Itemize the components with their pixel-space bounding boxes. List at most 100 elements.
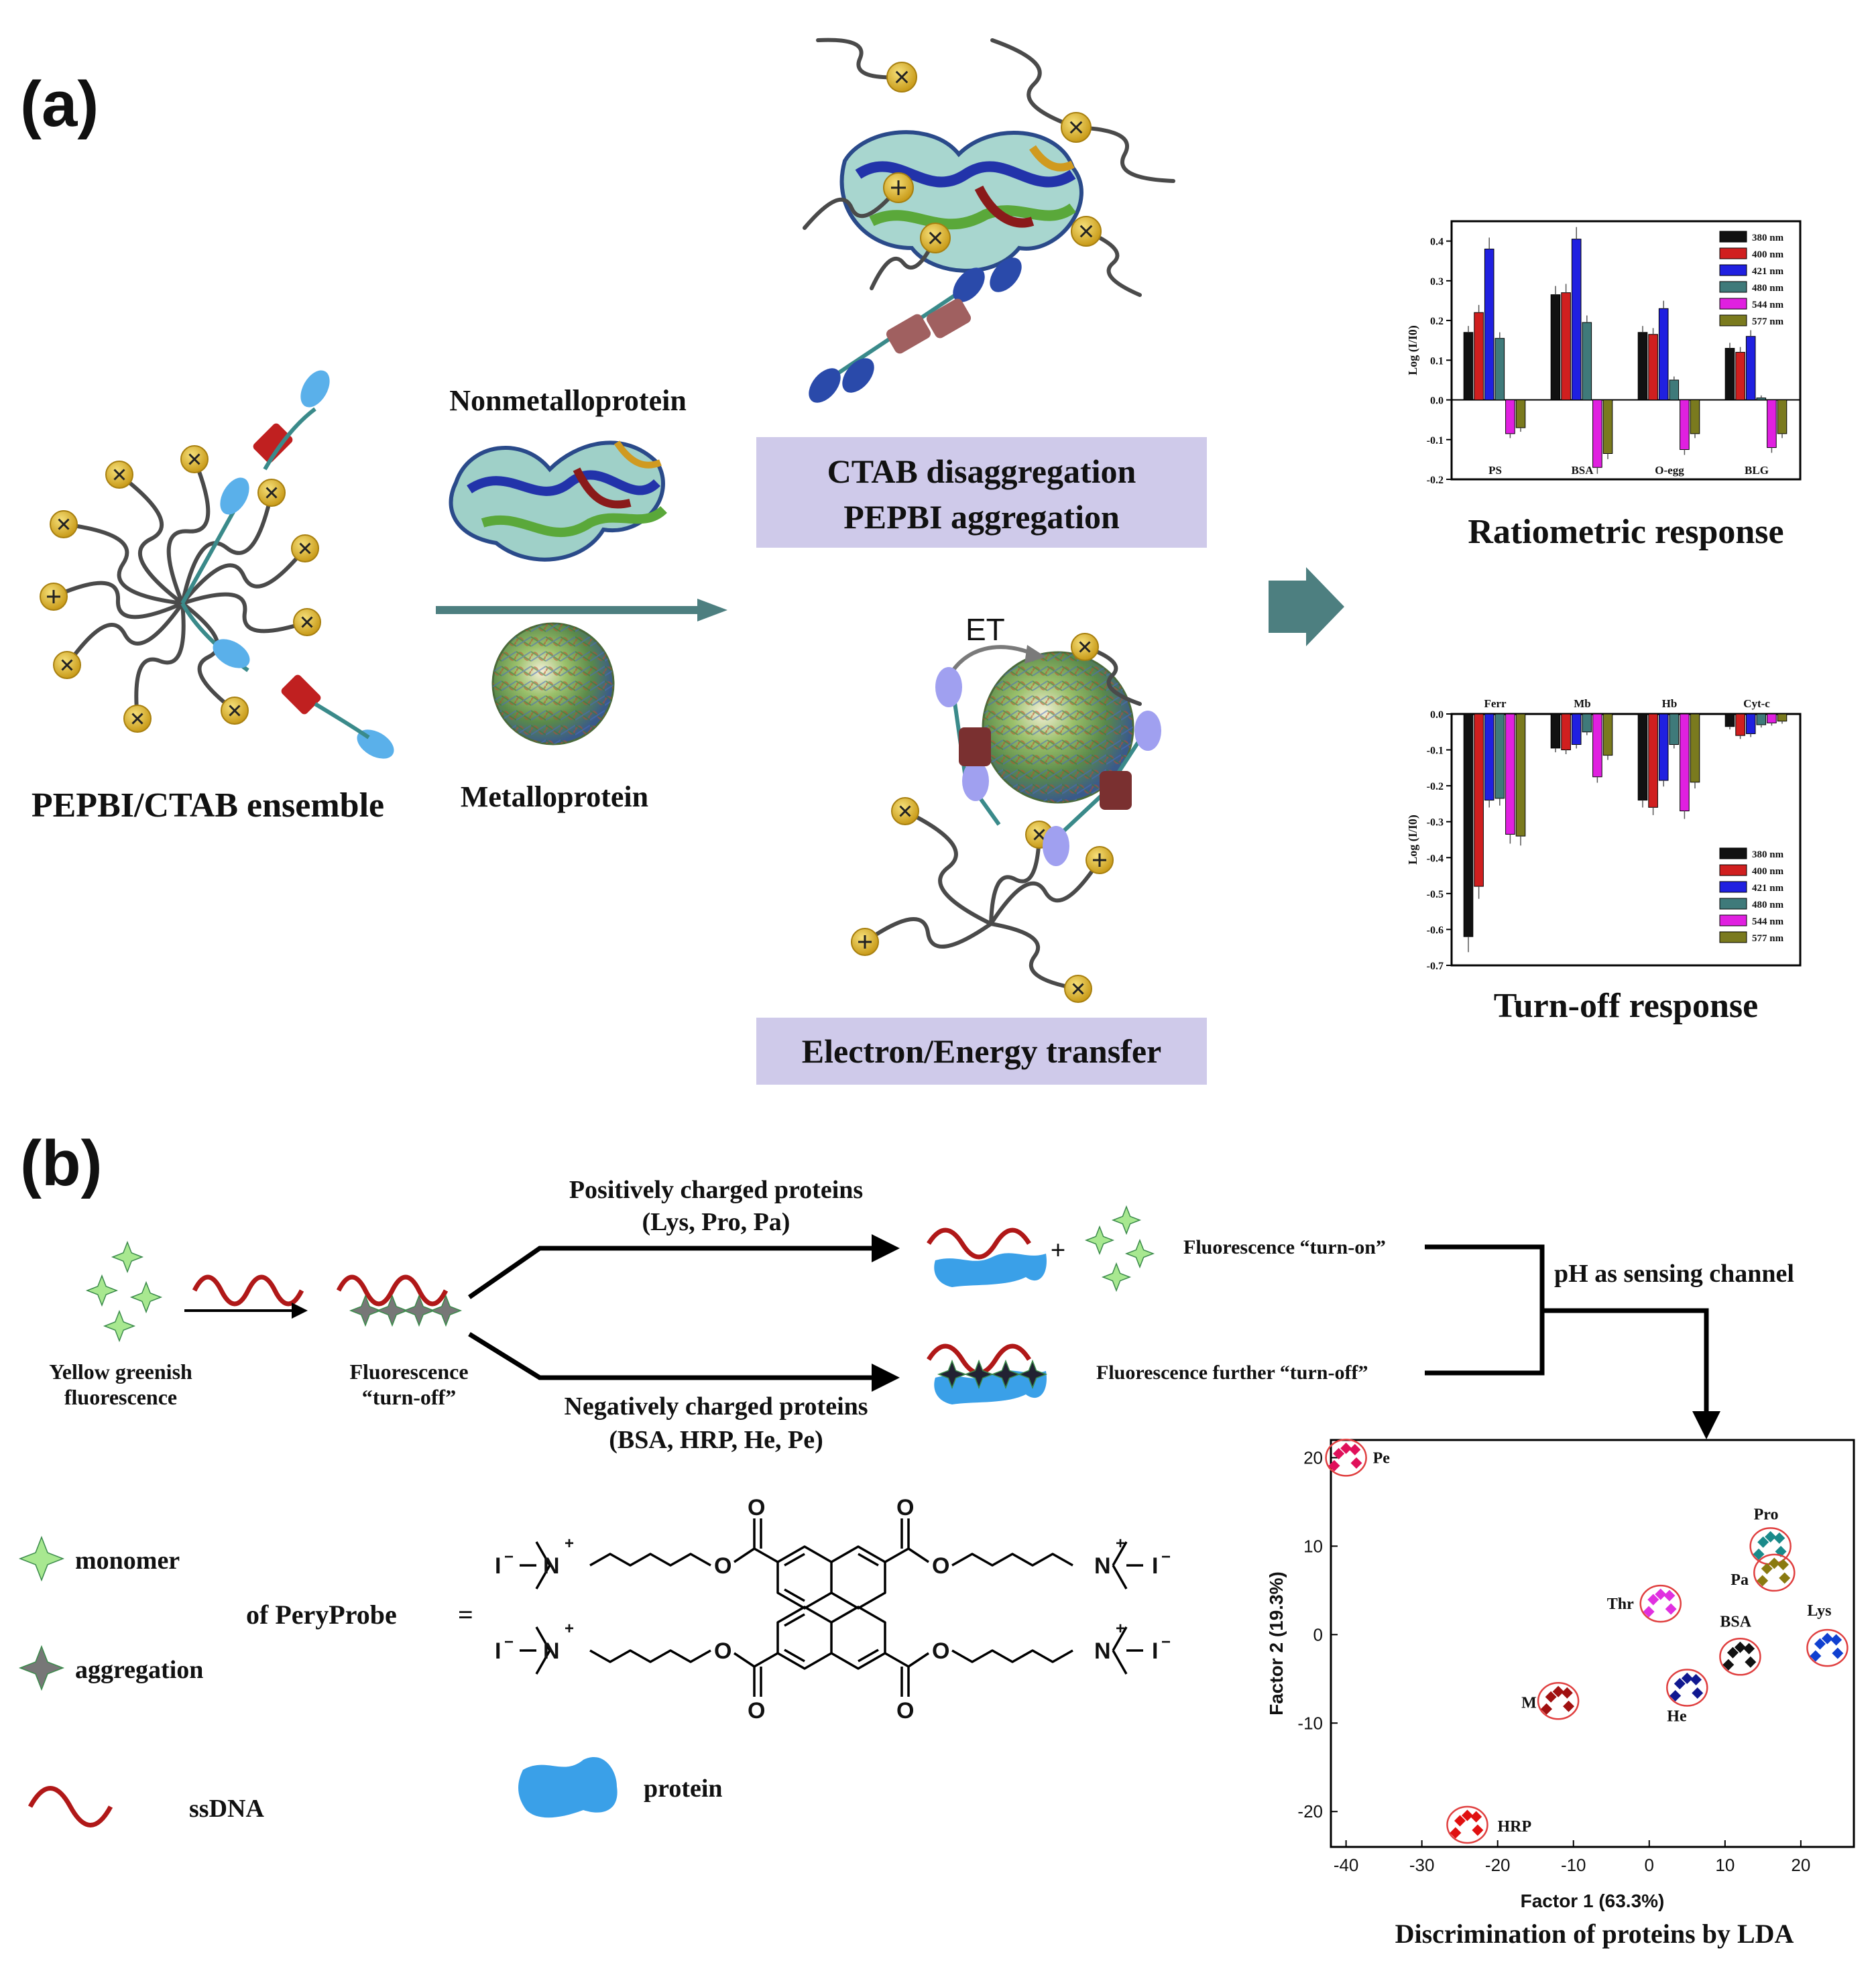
cluster-label: Pa [1731, 1571, 1749, 1589]
bar [1561, 713, 1571, 751]
y-tick-label: -0.2 [1427, 475, 1444, 486]
svg-text:+: + [1116, 1620, 1125, 1638]
surfactant-tail [989, 922, 1080, 991]
x-axis-label: Factor 1 (63.3%) [1521, 1890, 1665, 1911]
pbi-end [842, 358, 874, 393]
plus-sign: + [1051, 1235, 1066, 1265]
cluster-ellipse [1537, 1682, 1580, 1720]
pepbi-linker [314, 702, 370, 739]
neg-line1: Negatively charged proteins [564, 1392, 868, 1421]
pepbi-linker [823, 286, 967, 384]
peryprobe-structure: N+ N+ N+ N+ I− I− I− I− OO OO OO OO [495, 1495, 1171, 1724]
bar [1777, 713, 1787, 722]
ratiometric-title: Ratiometric response [1468, 513, 1783, 551]
of-peryprobe-text: of PeryProbe [246, 1600, 397, 1630]
bar [1494, 713, 1505, 799]
cluster-label: He [1667, 1707, 1687, 1725]
bar [1767, 400, 1777, 448]
ssdna-strand-2 [336, 1274, 449, 1307]
plus-mark [891, 180, 906, 195]
data-point [1333, 1447, 1345, 1459]
surfactant-tail [117, 473, 184, 605]
et-label: ET [965, 612, 1005, 647]
pbi-end [220, 477, 249, 515]
legend-swatch [1719, 847, 1747, 859]
surfactant-tail [180, 546, 307, 605]
legend-swatch [1719, 298, 1747, 310]
surfactant-tail [180, 601, 237, 713]
pbi-end [1043, 826, 1069, 866]
category-label: Ferr [1484, 697, 1506, 710]
nonmetalloprotein-label: Nonmetalloprotein [449, 384, 687, 417]
cluster-label: Pro [1754, 1506, 1779, 1523]
ph-channel-text: pH as sensing channel [1554, 1260, 1794, 1288]
bar [1571, 239, 1582, 401]
svg-text:−: − [504, 1548, 514, 1566]
y-tick-label: -0.4 [1427, 853, 1444, 864]
merge-bracket [1425, 1244, 1545, 1376]
metalloprotein-texture [493, 623, 613, 744]
data-point [1643, 1606, 1655, 1618]
legend-swatch [1719, 281, 1747, 293]
bar [1505, 713, 1515, 835]
svg-text:O: O [714, 1553, 731, 1579]
sparkle [990, 1359, 1021, 1390]
svg-text:O: O [932, 1553, 949, 1579]
sparkle [129, 1280, 163, 1314]
svg-text:+: + [565, 1620, 574, 1638]
bar [1571, 713, 1582, 745]
bar [1550, 713, 1561, 749]
legend-protein-text: protein [644, 1775, 723, 1803]
svg-text:I: I [1152, 1553, 1158, 1579]
data-point [1340, 1442, 1352, 1454]
surfactant-tail [62, 522, 184, 605]
bar [1680, 713, 1690, 812]
x-tick-label: -20 [1485, 1855, 1511, 1875]
y-tick-label: -0.6 [1427, 924, 1444, 936]
bar [1484, 248, 1494, 401]
data-point [1472, 1824, 1484, 1836]
legend-swatch [1719, 247, 1747, 259]
surfactant-tail [52, 581, 184, 619]
svg-text:−: − [1161, 1548, 1171, 1566]
data-point [1765, 1530, 1777, 1543]
bar [1745, 336, 1756, 401]
surfactant-tail [863, 917, 993, 949]
surfactant-tail [180, 491, 274, 605]
svg-text:−: − [1161, 1633, 1171, 1651]
bar [1767, 713, 1777, 723]
box-ctab-disaggregation [756, 437, 1207, 548]
legend-swatch [1719, 864, 1747, 876]
pbi-end [213, 639, 250, 668]
legend-label: 544 nm [1752, 300, 1784, 310]
bar [1474, 713, 1484, 887]
surfactant-tail [870, 236, 937, 290]
data-point [1745, 1656, 1757, 1668]
plus-mark [47, 590, 60, 603]
legend-label: 421 nm [1752, 883, 1784, 894]
released-monomers [1084, 1205, 1155, 1293]
legend-label: 577 nm [1752, 316, 1784, 327]
turnoff-line1: Fluorescence [349, 1360, 468, 1384]
surfactant-tail [989, 833, 1041, 926]
bar [1582, 713, 1592, 733]
svg-text:−: − [504, 1633, 514, 1651]
data-point [1779, 1572, 1791, 1584]
cross-mark [61, 659, 73, 671]
bar [1658, 308, 1669, 401]
cross-mark [58, 518, 70, 530]
data-point [1773, 1532, 1785, 1544]
data-point [1726, 1646, 1739, 1659]
sparkle [937, 1359, 968, 1390]
surfactant-tail [1084, 229, 1142, 297]
y-tick-label: -20 [1297, 1801, 1323, 1821]
bar [1602, 400, 1613, 454]
panel-a-label: (a) [20, 68, 99, 140]
legend-aggregation-icon [18, 1644, 65, 1691]
data-point [1663, 1589, 1676, 1602]
legend-swatch [1719, 914, 1747, 926]
x-tick-label: -10 [1561, 1855, 1586, 1875]
category-label: PS [1488, 464, 1502, 477]
